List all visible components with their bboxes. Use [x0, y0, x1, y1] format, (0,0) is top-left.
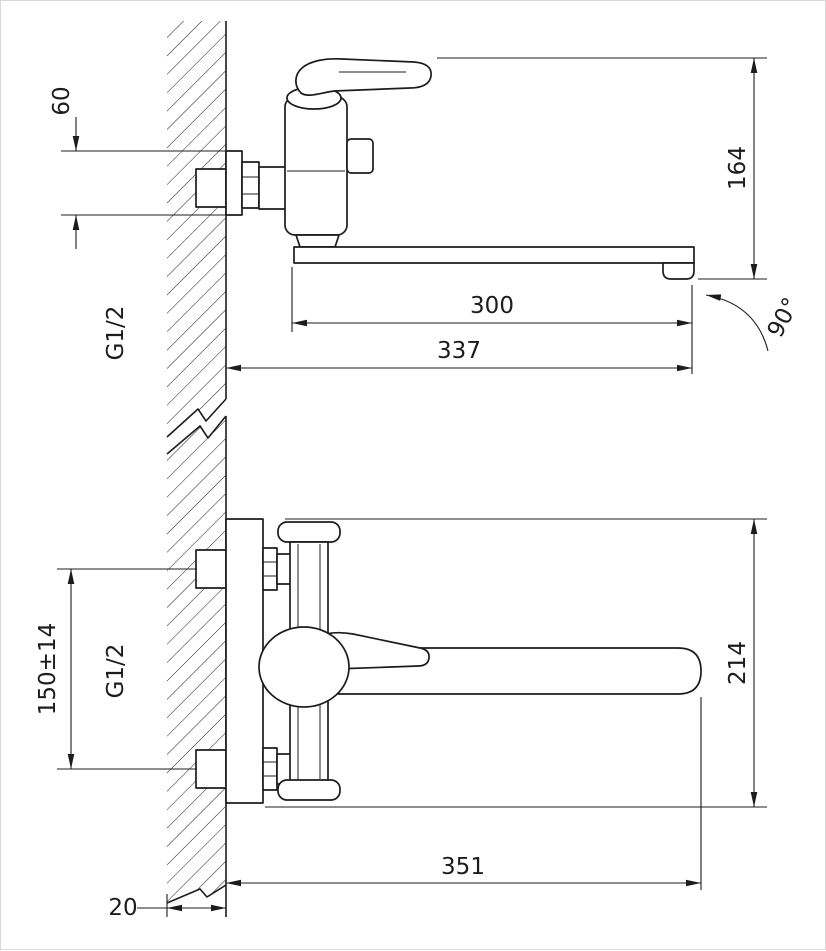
wall-break-line-bottom	[166, 884, 227, 904]
body-cap-bottom	[277, 779, 341, 801]
escutcheon	[225, 150, 243, 216]
dim-164-label: 164	[725, 146, 751, 190]
wall-break-line-2	[166, 415, 227, 455]
body-cap-top	[277, 521, 341, 543]
side-view-drawing	[195, 57, 695, 280]
front-view-dimensions: 150±14 G1/2 214 351 20	[35, 518, 767, 921]
mixer-body-side	[284, 96, 348, 236]
body-column-upper	[289, 541, 329, 635]
dim-337-label: 337	[437, 338, 481, 364]
fitting-collar-top	[276, 553, 292, 585]
in-wall-fitting-bottom	[195, 749, 227, 789]
dim-60-label: 60	[49, 86, 75, 115]
front-view-drawing	[195, 518, 702, 804]
adapter	[258, 166, 288, 210]
diverter-knob	[346, 138, 374, 174]
lever-handle-side	[295, 57, 432, 96]
fitting-nut-top	[262, 547, 278, 591]
wall-break-line-1	[166, 398, 227, 438]
side-view-dimensions: 60 G1/2 164 300 337 90°	[49, 57, 805, 374]
dim-150-label: 150±14	[35, 623, 61, 715]
body-column-lower	[289, 700, 329, 782]
spout-joint	[295, 234, 340, 248]
thread-size-label-top: G1/2	[103, 306, 129, 361]
fitting-nut-bottom	[262, 747, 278, 791]
dim-300-label: 300	[470, 293, 514, 319]
swivel-angle-label: 90°	[763, 294, 805, 342]
wall-hatch-lower	[167, 416, 226, 903]
dim-351-label: 351	[441, 854, 485, 880]
dim-20-label: 20	[108, 895, 137, 921]
mixer-body-front	[258, 626, 350, 708]
connection-nut	[241, 161, 260, 209]
in-wall-fitting-top	[195, 549, 227, 589]
in-wall-fitting	[195, 168, 227, 208]
wall-plate	[225, 518, 264, 804]
swivel-arc-arrow	[705, 294, 769, 352]
spout-nozzle	[662, 262, 695, 280]
spout-side	[293, 246, 695, 264]
dim-214-label: 214	[725, 641, 751, 685]
wall-hatch-upper	[167, 21, 226, 437]
thread-size-label-bottom: G1/2	[103, 644, 129, 699]
